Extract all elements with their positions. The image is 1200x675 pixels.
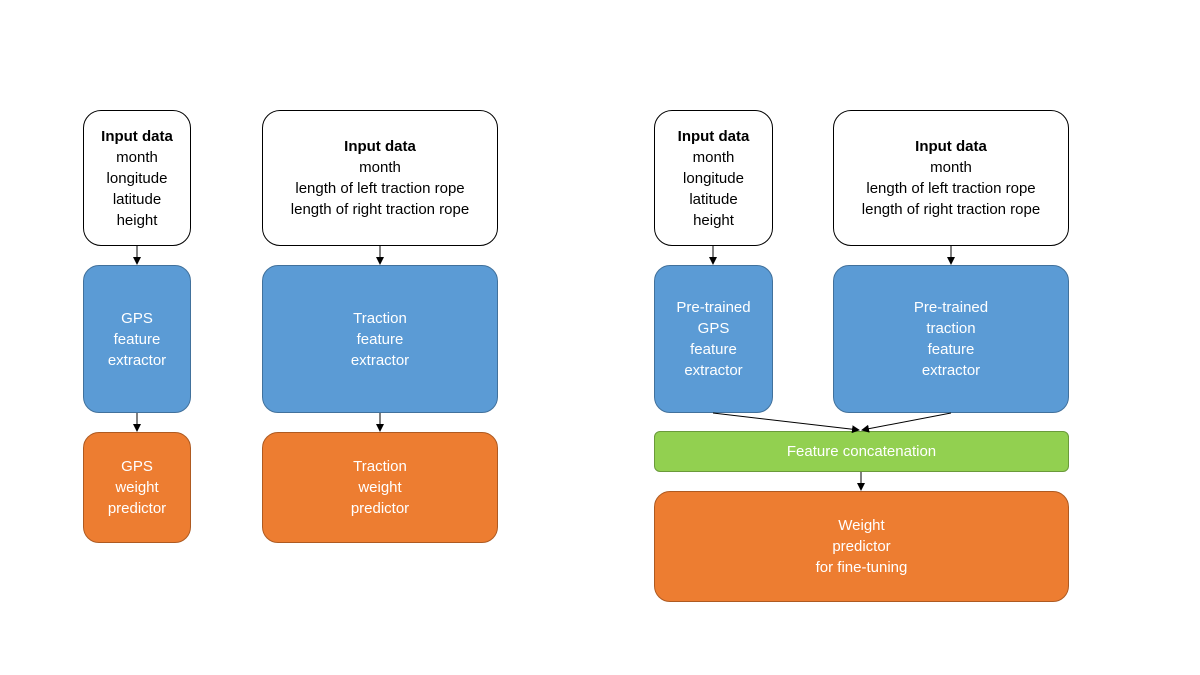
finetune-traction-input-month: month (930, 159, 972, 176)
arrow-traction-extractor-to-concat (861, 412, 952, 433)
finetune-gps-input-longitude: longitude (683, 169, 744, 187)
feature-concatenation-box: Feature concatenation (654, 431, 1069, 472)
pretrained-gps-line-4: extractor (684, 362, 743, 379)
gps-input-data-box: Input data month longitude latitude heig… (83, 110, 191, 246)
pretrained-traction-line-2: traction (926, 320, 976, 337)
traction-predictor-line-1: Traction (353, 458, 407, 475)
gps-predictor-line-1: GPS (121, 458, 153, 475)
pretrained-gps-feature-extractor-box: Pre-trained GPS feature extractor (654, 265, 773, 413)
finetune-predictor-line-2: predictor (832, 538, 891, 555)
pretrained-gps-line-2: GPS (697, 320, 730, 337)
gps-predictor-line-3: predictor (107, 500, 167, 517)
gps-feature-extractor-box: GPS feature extractor (83, 265, 191, 413)
traction-input-month: month (359, 159, 401, 176)
gps-extractor-line-1: GPS (121, 309, 153, 327)
traction-weight-predictor-box: Traction weight predictor (262, 432, 498, 543)
traction-input-right-rope: length of right traction rope (290, 201, 470, 218)
finetune-traction-input-left-rope: length of left traction rope (866, 180, 1036, 197)
traction-feature-extractor-box: Traction feature extractor (262, 265, 498, 413)
gps-extractor-line-3: extractor (107, 351, 167, 369)
traction-extractor-line-2: feature (356, 330, 404, 348)
traction-input-title: Input data (344, 138, 416, 155)
gps-input-latitude: latitude (112, 190, 162, 208)
finetune-gps-input-data-box: Input data month longitude latitude heig… (654, 110, 773, 246)
gps-predictor-line-2: weight (115, 479, 159, 496)
finetune-traction-input-right-rope: length of right traction rope (861, 201, 1041, 218)
finetune-weight-predictor-box: Weight predictor for fine-tuning (654, 491, 1069, 602)
traction-extractor-line-1: Traction (353, 309, 407, 327)
traction-input-data-box: Input data month length of left traction… (262, 110, 498, 246)
gps-weight-predictor-box: GPS weight predictor (83, 432, 191, 543)
pretrained-gps-line-3: feature (690, 341, 737, 358)
pretrained-traction-line-3: feature (927, 341, 975, 358)
finetune-gps-input-title: Input data (677, 127, 750, 145)
traction-predictor-line-3: predictor (350, 500, 410, 517)
finetune-traction-input-data-box: Input data month length of left traction… (833, 110, 1069, 246)
gps-input-month: month (116, 148, 158, 166)
finetune-gps-input-month: month (692, 148, 735, 166)
finetune-gps-input-latitude: latitude (689, 190, 738, 208)
feature-concatenation-label: Feature concatenation (786, 443, 937, 460)
gps-input-title: Input data (101, 127, 173, 145)
traction-input-left-rope: length of left traction rope (295, 180, 465, 197)
traction-extractor-line-3: extractor (350, 351, 410, 369)
pretrained-gps-line-1: Pre-trained (676, 299, 751, 316)
finetune-predictor-line-3: for fine-tuning (815, 559, 908, 576)
pretrained-traction-feature-extractor-box: Pre-trained traction feature extractor (833, 265, 1069, 413)
gps-extractor-line-2: feature (113, 330, 161, 348)
traction-predictor-line-2: weight (358, 479, 402, 496)
gps-input-height: height (116, 211, 158, 229)
arrow-gps-extractor-to-concat (712, 412, 860, 434)
finetune-predictor-line-1: Weight (838, 517, 885, 534)
finetune-gps-input-height: height (693, 211, 734, 229)
finetune-traction-input-title: Input data (915, 138, 987, 155)
pretrained-traction-line-1: Pre-trained (913, 299, 989, 316)
pretrained-traction-line-4: extractor (921, 362, 981, 379)
gps-input-longitude: longitude (106, 169, 168, 187)
